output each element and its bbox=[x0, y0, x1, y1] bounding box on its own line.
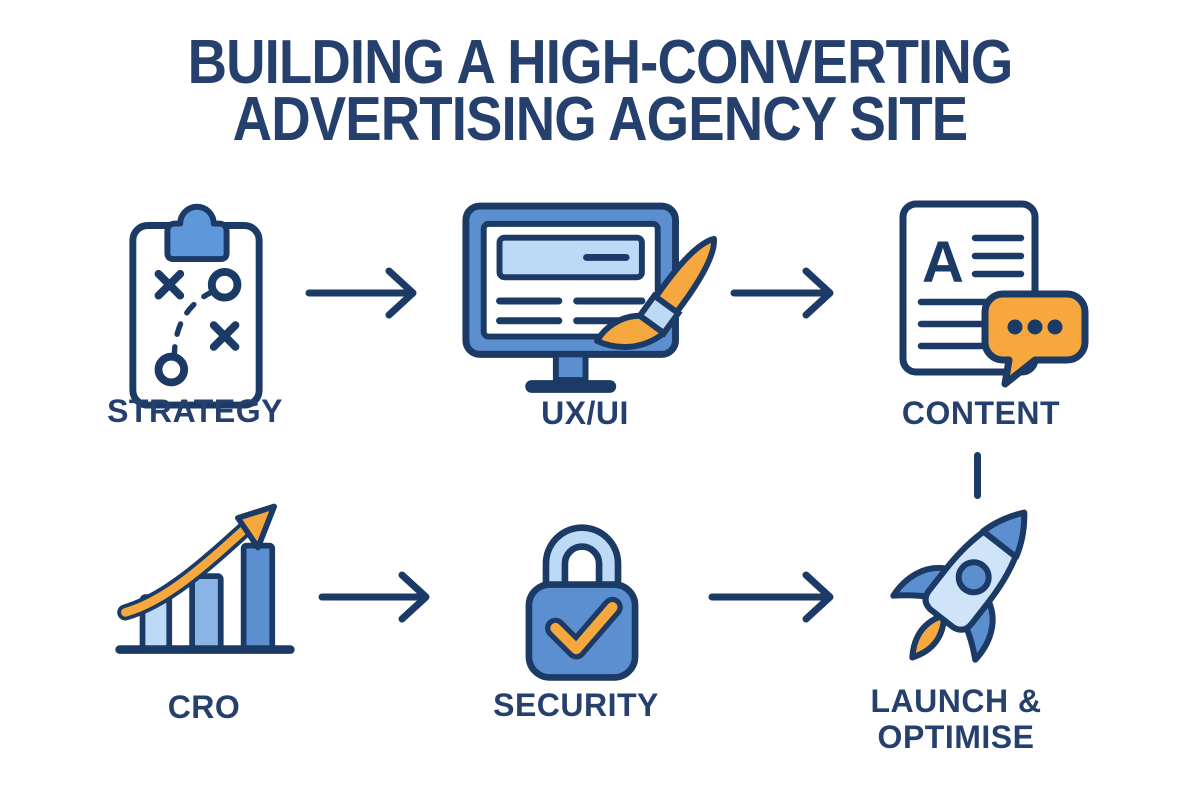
step-label-strategy: STRATEGY bbox=[107, 393, 283, 429]
rocket-icon bbox=[890, 509, 1028, 663]
page-title-line1: BUILDING A HIGH-CONVERTING bbox=[187, 28, 1014, 97]
growth-chart-icon bbox=[115, 503, 295, 654]
connector-line bbox=[974, 452, 981, 499]
arrow-right-icon bbox=[730, 267, 834, 319]
arrow-right-icon bbox=[305, 267, 417, 319]
monitor-paintbrush-icon bbox=[462, 202, 717, 393]
step-label-content: CONTENT bbox=[901, 395, 1061, 431]
padlock-check-icon bbox=[525, 524, 639, 681]
document-chat-icon: A bbox=[899, 200, 1089, 388]
step-label-launch-optimise: LAUNCH & OPTIMISE bbox=[870, 683, 1042, 755]
step-label-security: SECURITY bbox=[493, 687, 659, 723]
document-letter: A bbox=[922, 230, 964, 295]
clipboard-strategy-icon bbox=[129, 203, 263, 409]
paintbrush-icon bbox=[594, 235, 717, 350]
step-label-ux-ui: UX/UI bbox=[541, 395, 629, 431]
step-label-cro: CRO bbox=[167, 689, 241, 725]
page-title-line2: ADVERTISING AGENCY SITE bbox=[232, 85, 969, 155]
arrow-right-icon bbox=[318, 571, 430, 623]
arrow-right-icon bbox=[708, 571, 834, 623]
chat-bubble-icon bbox=[981, 290, 1089, 388]
page-title: BUILDING A HIGH-CONVERTING ADVERTISING A… bbox=[72, 28, 1128, 155]
